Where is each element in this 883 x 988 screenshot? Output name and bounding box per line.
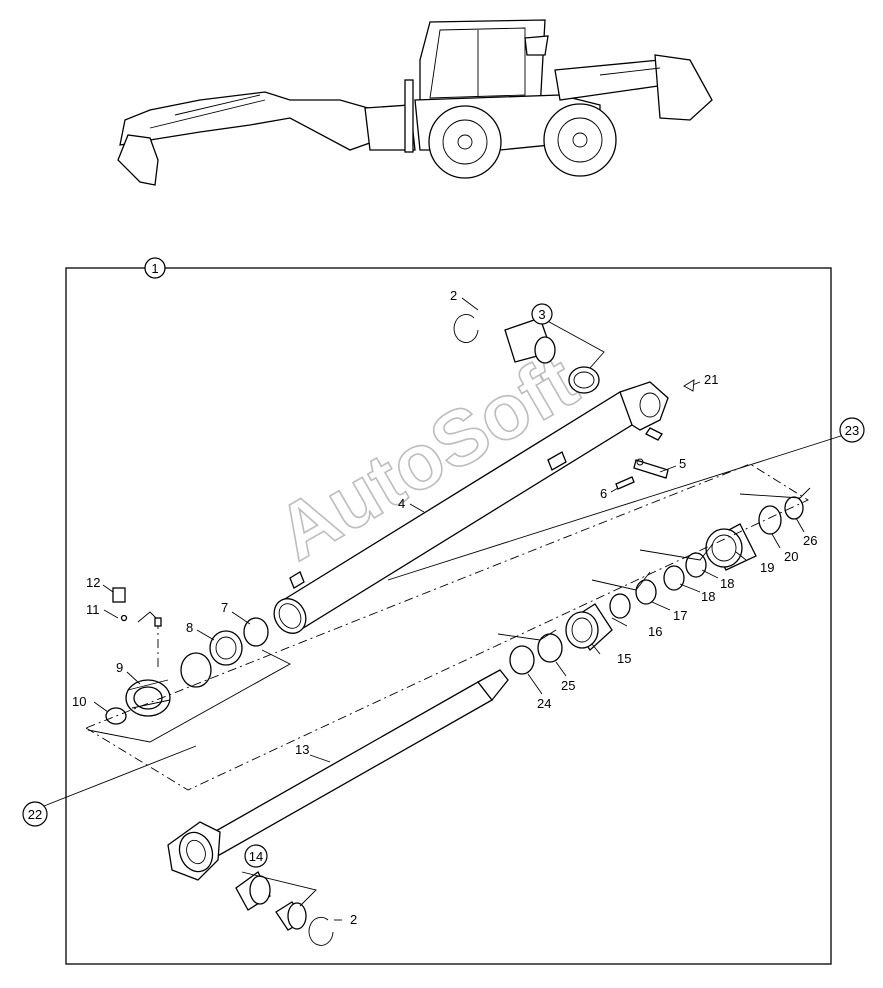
callout-20: 20 [784, 549, 798, 564]
callout-10: 10 [72, 694, 86, 709]
pointer-arrow-icon [683, 379, 695, 392]
svg-text:1: 1 [151, 261, 158, 276]
callout-21: 21 [704, 372, 718, 387]
bushing-top [504, 317, 556, 364]
seal-ring-24 [509, 645, 535, 675]
backhoe-loader-icon [117, 19, 713, 186]
piston-rod [167, 669, 509, 881]
seal-ring-16 [609, 593, 631, 619]
piston-head-19 [705, 523, 757, 571]
wear-ring-8 [209, 630, 243, 666]
callout-26: 26 [803, 533, 817, 548]
lock-bolt [615, 476, 635, 490]
callout-14: 14 [244, 844, 268, 868]
callout-11: 11 [86, 602, 100, 617]
callout-8: 8 [186, 620, 193, 635]
svg-text:23: 23 [845, 423, 859, 438]
callout-24: 24 [537, 696, 551, 711]
callout-16: 16 [648, 624, 662, 639]
grease-cap [112, 587, 126, 603]
callout-17: 17 [673, 608, 687, 623]
seal-ring-18a [663, 565, 685, 591]
seal-ring-20 [758, 505, 782, 535]
cylinder-barrel [273, 381, 669, 634]
assembly-callout-1: 1 [144, 257, 166, 279]
svg-text:3: 3 [538, 307, 545, 322]
seal-ring-8a [180, 652, 212, 688]
callout-3: 3 [531, 303, 553, 325]
callout-4: 4 [398, 496, 405, 511]
callout-5: 5 [679, 456, 686, 471]
callout-13: 13 [295, 742, 309, 757]
assembly-frame [65, 267, 832, 965]
grease-nipple [120, 614, 128, 622]
callout-22: 22 [22, 801, 48, 827]
bushing-ring-top [568, 366, 600, 394]
seal-ring-7 [243, 617, 269, 647]
callout-2-bottom: 2 [350, 912, 357, 927]
seal-ring-10 [105, 707, 127, 725]
pin-retainer-ring-bottom [308, 916, 334, 946]
callout-9: 9 [116, 660, 123, 675]
lock-plate [633, 458, 669, 479]
callout-18-lower: 18 [701, 589, 715, 604]
part-callouts: 2 4 5 6 7 8 9 10 11 12 13 15 16 17 18 18… [72, 288, 817, 927]
callout-25: 25 [561, 678, 575, 693]
piston-15 [565, 603, 613, 651]
callout-23: 23 [839, 417, 865, 443]
gland-head [125, 679, 171, 717]
seal-ring-26 [784, 496, 804, 520]
svg-text:14: 14 [249, 849, 263, 864]
callout-7: 7 [221, 600, 228, 615]
seal-ring-25 [537, 633, 563, 663]
callout-6: 6 [600, 486, 607, 501]
callout-18-upper: 18 [720, 576, 734, 591]
bushing-sleeve-bottom [275, 901, 307, 931]
callout-2-top: 2 [450, 288, 457, 303]
callout-15: 15 [617, 651, 631, 666]
callout-19: 19 [760, 560, 774, 575]
bushing-bottom [235, 871, 271, 911]
pin-retainer-ring-top [453, 314, 479, 343]
seal-ring-17 [635, 579, 657, 605]
callout-12: 12 [86, 575, 100, 590]
svg-text:22: 22 [28, 807, 42, 822]
